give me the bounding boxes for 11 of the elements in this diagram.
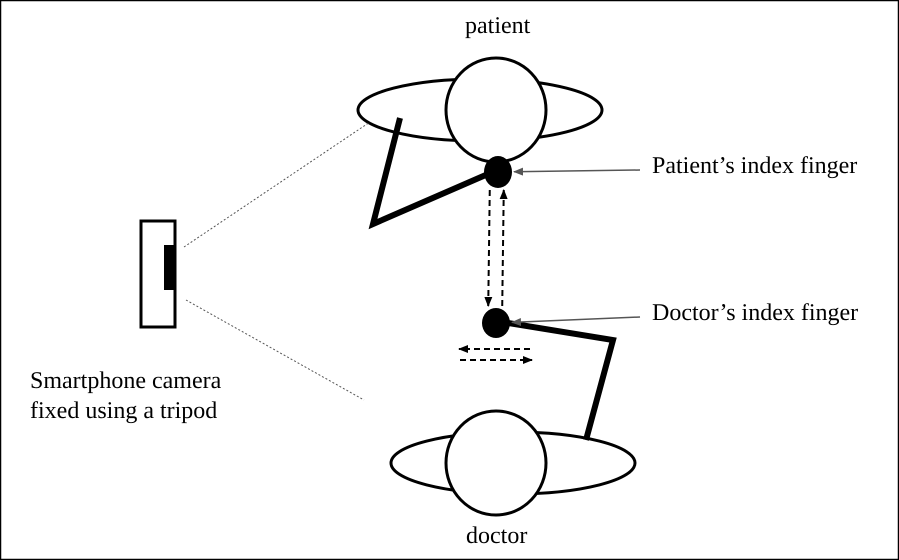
leader-line	[513, 168, 640, 176]
arrow	[484, 190, 492, 307]
person-label: doctor	[466, 522, 528, 550]
finger-label: Patient’s index finger	[652, 152, 858, 180]
caption-text: Smartphone camera fixed using a tripod	[30, 367, 222, 426]
finger-dot	[484, 156, 512, 188]
arrow	[500, 189, 508, 306]
finger-dot	[482, 308, 510, 338]
leader-line	[511, 316, 640, 326]
finger-label: Doctor’s index finger	[652, 299, 858, 327]
person-label: patient	[465, 12, 530, 40]
